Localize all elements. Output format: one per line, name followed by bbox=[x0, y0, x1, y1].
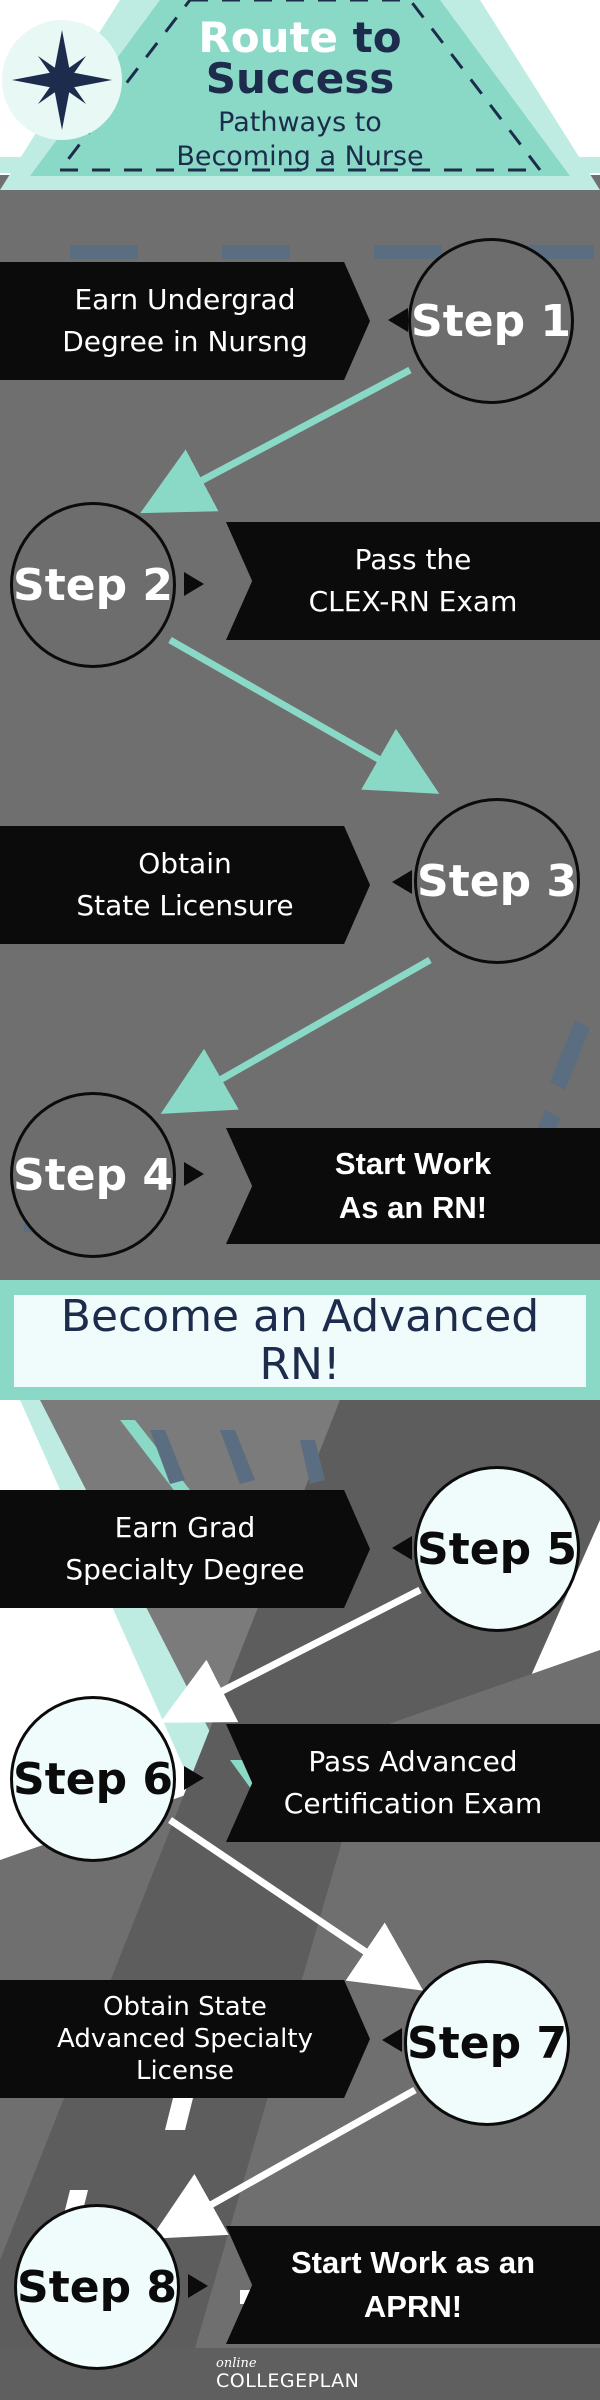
step-7-text-2: Advanced Specialty bbox=[57, 2024, 313, 2054]
step-4-badge: Step 4 bbox=[10, 1092, 176, 1258]
step-5-text-2: Specialty Degree bbox=[65, 1553, 305, 1586]
step-8-text-2: APRN! bbox=[363, 2289, 463, 2324]
step-6-pointer bbox=[184, 1766, 204, 1790]
step-3-text-2: State Licensure bbox=[76, 889, 294, 922]
step-8-text-1: Start Work as an bbox=[290, 2245, 536, 2280]
subtitle-line-2: Becoming a Nurse bbox=[176, 141, 424, 172]
step-2-text-1: Pass the bbox=[354, 543, 472, 576]
step-4-banner: Start Work As an RN! bbox=[226, 1128, 600, 1244]
step-4-pointer bbox=[184, 1162, 204, 1186]
step-8-badge: Step 8 bbox=[14, 2204, 180, 2370]
step-7-text-1: Obtain State bbox=[103, 1992, 267, 2022]
step-3-badge: Step 3 bbox=[414, 798, 580, 964]
advanced-banner-line-2: RN! bbox=[259, 1339, 341, 1390]
step-5-badge: Step 5 bbox=[414, 1466, 580, 1632]
step-5-text-1: Earn Grad bbox=[114, 1511, 256, 1544]
title-success: Success bbox=[205, 54, 395, 103]
logo-big-text: COLLEGEPLAN bbox=[216, 2370, 360, 2392]
step-6-text-2: Certification Exam bbox=[283, 1787, 543, 1820]
title-route-to: Route to bbox=[140, 14, 460, 62]
step-4-text-1: Start Work bbox=[334, 1146, 492, 1181]
advanced-banner-line-1: Become an Advanced bbox=[60, 1291, 540, 1342]
step-1-text-2: Degree in Nursng bbox=[62, 325, 308, 358]
step-6-badge: Step 6 bbox=[10, 1696, 176, 1862]
step-7-badge: Step 7 bbox=[404, 1960, 570, 2126]
step-7-text-3: License bbox=[135, 2056, 234, 2086]
compass-rose-icon bbox=[2, 20, 122, 140]
step-2-text-2: CLEX-RN Exam bbox=[308, 585, 518, 618]
step-6-text-1: Pass Advanced bbox=[308, 1745, 518, 1778]
step-1-text-1: Earn Undergrad bbox=[74, 283, 296, 316]
step-2-pointer bbox=[184, 572, 204, 596]
step-3-pointer bbox=[392, 870, 412, 894]
logo-small-text: online bbox=[216, 2356, 257, 2371]
step-8-pointer bbox=[188, 2274, 208, 2298]
step-3-text-1: Obtain bbox=[138, 847, 232, 880]
title-to: to bbox=[352, 13, 402, 62]
step-5-pointer bbox=[392, 1536, 412, 1560]
step-2-badge: Step 2 bbox=[10, 502, 176, 668]
step-1-pointer bbox=[388, 308, 408, 332]
online-college-plan-logo: online COLLEGEPLAN bbox=[210, 2356, 410, 2396]
subtitle-line-1: Pathways to bbox=[218, 107, 382, 138]
step-1-badge: Step 1 bbox=[408, 238, 574, 404]
title-route: Route bbox=[198, 13, 339, 62]
step-8-banner: Start Work as an APRN! bbox=[226, 2226, 600, 2344]
step-4-text-2: As an RN! bbox=[338, 1190, 488, 1225]
step-7-pointer bbox=[382, 2028, 402, 2052]
